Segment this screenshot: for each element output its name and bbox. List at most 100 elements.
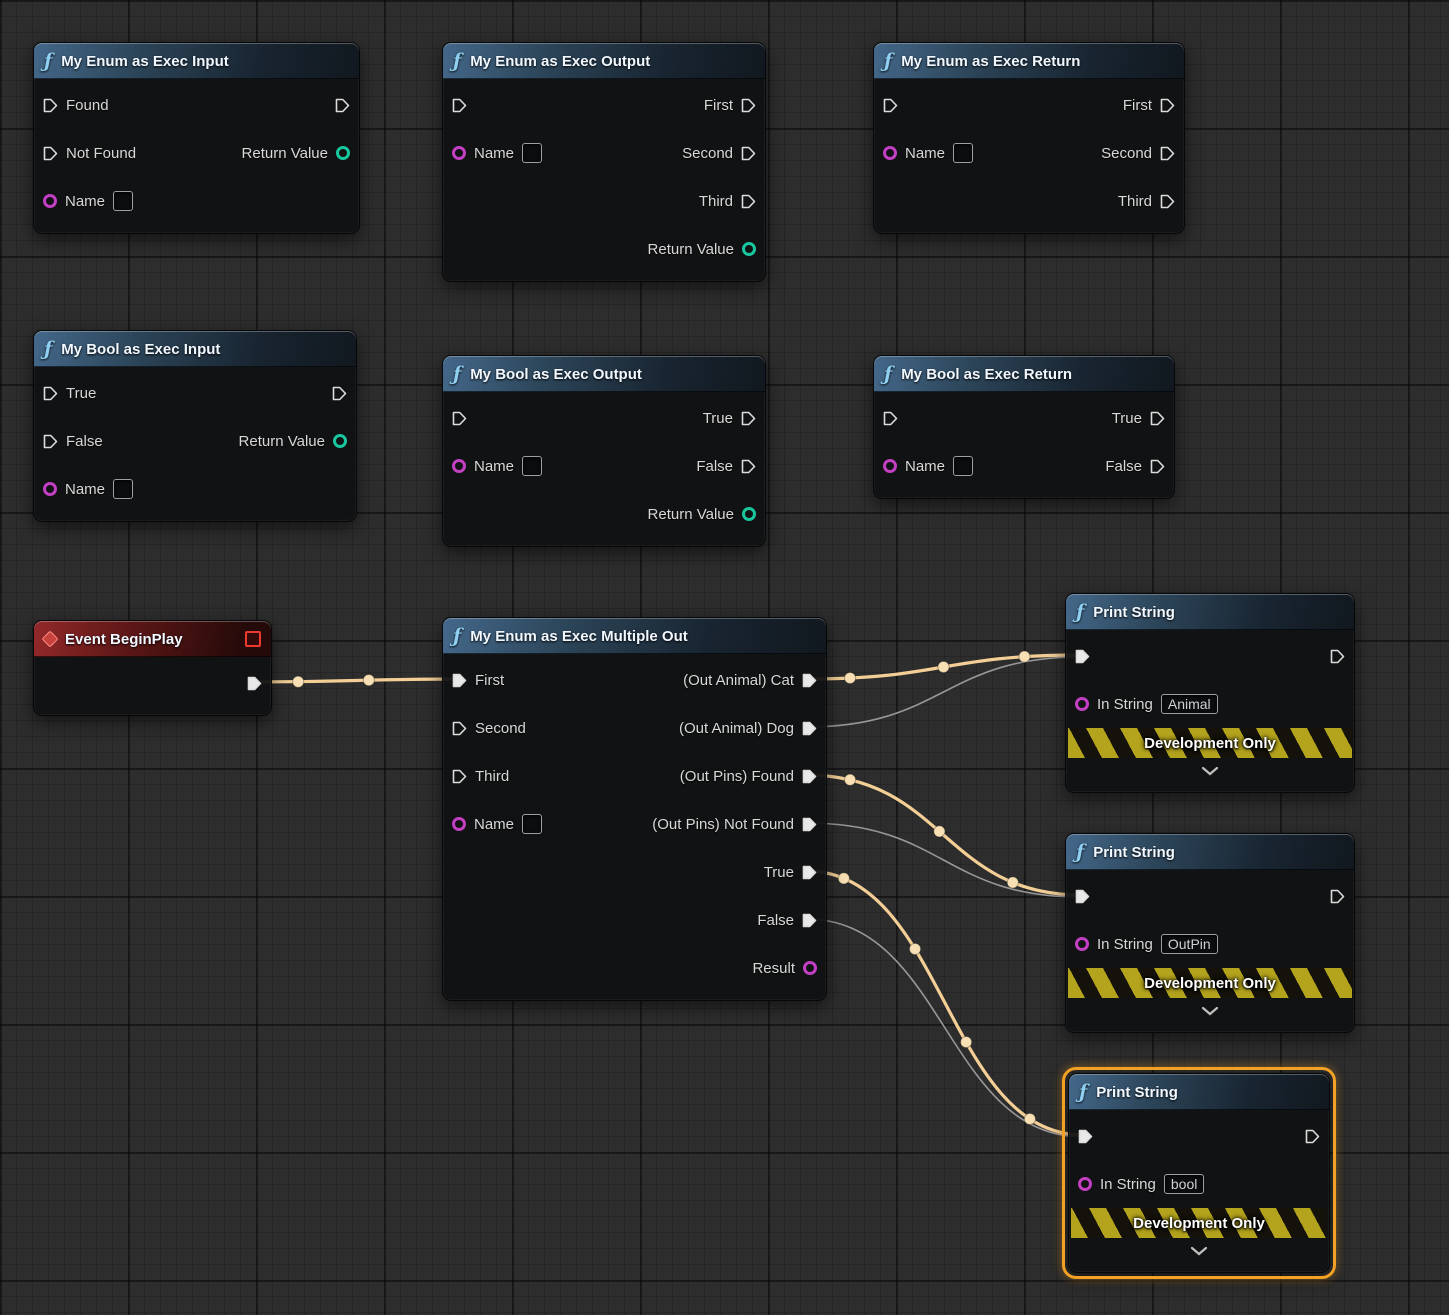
exec-pin-icon[interactable] <box>883 411 898 426</box>
exec-pin-icon[interactable] <box>1150 459 1165 474</box>
pin-value-box[interactable] <box>522 456 543 476</box>
exec-pin-icon[interactable] <box>1160 98 1175 113</box>
node-header[interactable]: Event BeginPlay <box>34 621 271 657</box>
exec-pin-icon[interactable] <box>741 194 756 209</box>
node-expand-footer[interactable] <box>1066 758 1354 784</box>
exec-pin-icon[interactable] <box>1330 889 1345 904</box>
pin-exec[interactable] <box>452 411 467 426</box>
exec-pin-icon[interactable] <box>1075 649 1090 664</box>
pin-false[interactable]: False <box>1105 458 1165 475</box>
data-pin-icon[interactable] <box>333 434 347 448</box>
data-pin-icon[interactable] <box>452 459 466 473</box>
pin-out-animal-cat[interactable]: (Out Animal) Cat <box>683 672 817 689</box>
pin-result[interactable]: Result <box>752 960 817 977</box>
pin-true[interactable]: True <box>43 385 96 402</box>
pin-true[interactable]: True <box>1112 410 1165 427</box>
pin-value-box[interactable] <box>953 456 974 476</box>
pin-return-value[interactable]: Return Value <box>242 145 350 162</box>
pin-false[interactable]: False <box>757 912 817 929</box>
pin-name[interactable]: Name <box>883 143 974 163</box>
data-pin-icon[interactable] <box>43 194 57 208</box>
pin-first[interactable]: First <box>452 672 504 689</box>
data-pin-icon[interactable] <box>452 817 466 831</box>
exec-pin-icon[interactable] <box>332 386 347 401</box>
pin-exec[interactable] <box>1330 889 1345 904</box>
data-pin-icon[interactable] <box>336 146 350 160</box>
exec-pin-icon[interactable] <box>1330 649 1345 664</box>
exec-pin-icon[interactable] <box>1160 194 1175 209</box>
pin-return-value[interactable]: Return Value <box>648 506 756 523</box>
data-pin-icon[interactable] <box>742 507 756 521</box>
pin-exec[interactable] <box>335 98 350 113</box>
exec-pin-icon[interactable] <box>43 146 58 161</box>
exec-pin-icon[interactable] <box>452 721 467 736</box>
pin-exec[interactable] <box>1330 649 1345 664</box>
pin-return-value[interactable]: Return Value <box>239 433 347 450</box>
pin-exec[interactable] <box>1078 1129 1093 1144</box>
data-pin-icon[interactable] <box>1075 937 1089 951</box>
pin-not-found[interactable]: Not Found <box>43 145 136 162</box>
data-pin-icon[interactable] <box>452 146 466 160</box>
pin-value-box[interactable] <box>522 143 543 163</box>
pin-first[interactable]: First <box>704 97 756 114</box>
pin-true[interactable]: True <box>764 864 817 881</box>
pin-value-box[interactable] <box>113 479 134 499</box>
pin-out-pins-not-found[interactable]: (Out Pins) Not Found <box>652 816 817 833</box>
pin-out-pins-found[interactable]: (Out Pins) Found <box>680 768 817 785</box>
pin-name[interactable]: Name <box>43 191 134 211</box>
pin-second[interactable]: Second <box>682 145 756 162</box>
exec-pin-icon[interactable] <box>741 459 756 474</box>
exec-wire[interactable] <box>805 656 1082 728</box>
pin-exec[interactable] <box>1305 1129 1320 1144</box>
data-pin-icon[interactable] <box>43 482 57 496</box>
data-pin-icon[interactable] <box>803 961 817 975</box>
exec-wire[interactable] <box>805 822 1082 898</box>
pin-exec[interactable] <box>1075 889 1090 904</box>
exec-pin-icon[interactable] <box>247 676 262 691</box>
node-expand-footer[interactable] <box>1066 998 1354 1024</box>
pin-exec[interactable] <box>332 386 347 401</box>
data-pin-icon[interactable] <box>1078 1177 1092 1191</box>
exec-pin-icon[interactable] <box>883 98 898 113</box>
exec-pin-icon[interactable] <box>1078 1129 1093 1144</box>
exec-pin-icon[interactable] <box>452 98 467 113</box>
pin-first[interactable]: First <box>1123 97 1175 114</box>
pin-exec[interactable] <box>452 98 467 113</box>
exec-pin-icon[interactable] <box>43 98 58 113</box>
pin-value-box[interactable] <box>113 191 134 211</box>
pin-return-value[interactable]: Return Value <box>648 241 756 258</box>
exec-pin-icon[interactable] <box>802 817 817 832</box>
exec-pin-icon[interactable] <box>802 721 817 736</box>
exec-pin-icon[interactable] <box>335 98 350 113</box>
pin-name[interactable]: Name <box>883 456 974 476</box>
exec-pin-icon[interactable] <box>802 769 817 784</box>
exec-pin-icon[interactable] <box>452 673 467 688</box>
pin-name[interactable]: Name <box>43 479 134 499</box>
pin-exec[interactable] <box>247 676 262 691</box>
pin-second[interactable]: Second <box>1101 145 1175 162</box>
data-pin-icon[interactable] <box>883 146 897 160</box>
pin-second[interactable]: Second <box>452 720 526 737</box>
pin-third[interactable]: Third <box>452 768 509 785</box>
exec-pin-icon[interactable] <box>741 411 756 426</box>
exec-pin-icon[interactable] <box>43 434 58 449</box>
pin-third[interactable]: Third <box>1118 193 1175 210</box>
pin-found[interactable]: Found <box>43 97 109 114</box>
pin-third[interactable]: Third <box>699 193 756 210</box>
